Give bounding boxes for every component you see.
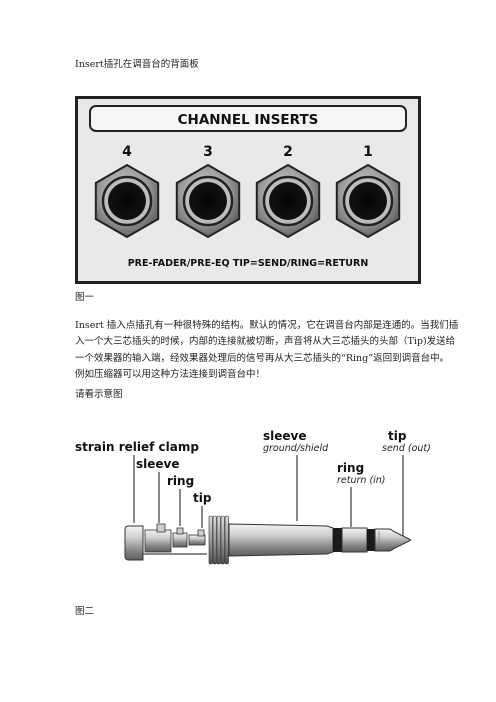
paragraph-line: Insert 插入点插孔有一种很特殊的结构。默认的情况，它在调音台内部是连通的。… <box>75 320 459 331</box>
paragraph-line: 入一个大三芯插头的时候，内部的连接就被切断，声音将从大三芯插头的头部（Tip)发… <box>75 336 456 348</box>
threaded-collar <box>208 515 229 565</box>
panel-title: CHANNEL INSERTS <box>178 112 319 128</box>
figure-2-caption: 图二 <box>75 606 95 617</box>
tip-terminal-shape <box>188 534 206 546</box>
label-sleeve-small: sleeve <box>136 457 180 471</box>
jack-label-1: 1 <box>363 144 373 160</box>
label-sleeve-sub: ground/shield <box>263 443 329 454</box>
label-strain-relief-clamp: strain relief clamp <box>75 440 199 454</box>
insert-description: Insert 插入点插孔有一种很特殊的结构。默认的情况，它在调音台内部是连通的。… <box>75 318 459 383</box>
jack-number-labels: 4 3 2 1 <box>122 144 373 160</box>
insert-jack <box>255 163 321 239</box>
label-ring-small: ring <box>167 474 194 488</box>
jack-label-4: 4 <box>122 144 132 160</box>
label-tip-small: tip <box>193 491 212 505</box>
figure-1-caption: 图一 <box>75 292 95 303</box>
insert-jack <box>175 163 241 239</box>
panel-footer: PRE-FADER/PRE-EQ TIP=SEND/RING=RETURN <box>128 258 369 269</box>
ring-contact-shape <box>341 527 368 553</box>
label-ring: ring <box>337 461 364 475</box>
leader-lines <box>133 455 404 536</box>
sleeve-terminal-shape <box>144 529 172 553</box>
tip-contact-shape <box>374 528 411 552</box>
diagram-prompt: 请看示意图 <box>75 389 123 400</box>
insert-jack <box>94 163 160 239</box>
trs-plug-diagram: strain relief clamp sleeve ring tip slee… <box>75 420 431 580</box>
label-tip-sub: send (out) <box>382 443 431 454</box>
label-ring-sub: return (in) <box>337 475 386 486</box>
insert-jack <box>335 163 401 239</box>
paragraph-line: 例如压缩器可以用这种方法连接到调音台中！ <box>75 368 266 380</box>
jack-label-2: 2 <box>283 144 293 160</box>
label-sleeve: sleeve <box>263 429 307 443</box>
jack-label-3: 3 <box>203 144 213 160</box>
paragraph-line: 一个效果器的输入端，经效果器处理后的信号再从大三芯插头的“Ring”返回到调音台… <box>75 352 450 364</box>
ring-terminal-shape <box>172 532 188 548</box>
label-tip: tip <box>388 429 407 443</box>
page-heading: Insert插孔在调音台的背面板 <box>75 59 199 70</box>
channel-inserts-panel: CHANNEL INSERTS 4 3 2 1 PRE-FADER/PRE-EQ… <box>75 96 421 284</box>
sleeve-barrel-shape <box>228 523 334 557</box>
strain-relief-clamp-shape <box>124 525 144 561</box>
